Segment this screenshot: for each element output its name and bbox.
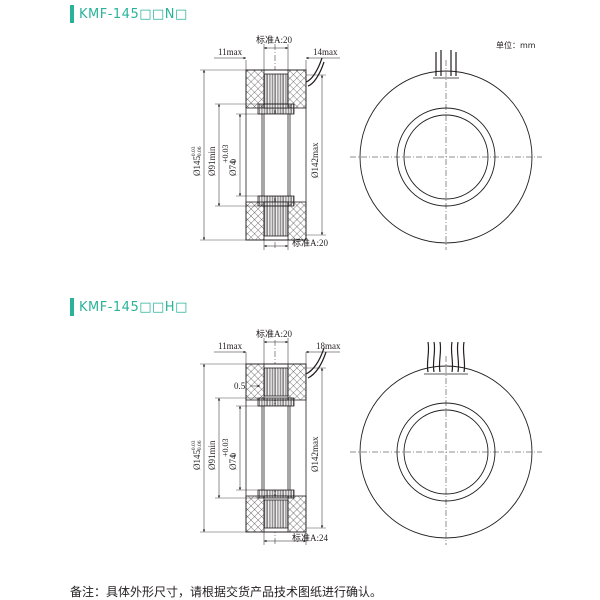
svg-text:-0.03: -0.03 — [191, 440, 197, 452]
dim-right-top: 18max — [316, 341, 341, 351]
svg-text:-0.06: -0.06 — [197, 440, 203, 452]
side-view-n — [200, 44, 340, 250]
dia-outer-label: Ø145 -0.03 -0.06 — [191, 440, 203, 470]
front-view-n — [350, 50, 542, 250]
svg-text:Ø74: Ø74 — [228, 454, 238, 470]
footnote: 备注：具体外形尺寸，请根据交货产品技术图纸进行确认。 — [70, 585, 383, 599]
unit-label: 单位：mm — [496, 41, 536, 50]
svg-text:0: 0 — [229, 159, 238, 163]
model-title-text: KMF-145□□N□ — [79, 6, 188, 22]
model-title-h: KMF-145□□H□ — [70, 298, 188, 316]
dia-max-label: Ø142max — [310, 436, 320, 472]
dia-inner1-label: Ø91min — [207, 440, 217, 470]
dim-right-top: 14max — [313, 47, 338, 57]
front-view-h — [350, 341, 542, 545]
svg-text:0: 0 — [229, 453, 238, 457]
dia-outer-label: Ø145 -0.03 -0.06 — [191, 146, 203, 176]
title-accent-bar — [70, 5, 74, 23]
svg-text:Ø145: Ø145 — [192, 156, 202, 176]
side-view-h — [200, 338, 340, 545]
dia-bore-label: Ø74 +0.03 0 — [221, 438, 238, 470]
model-title-n: KMF-145□□N□ — [70, 5, 188, 23]
dia-inner1-label: Ø91min — [207, 146, 217, 176]
dim-small: 0.5 — [234, 381, 246, 391]
svg-text:-0.03: -0.03 — [191, 146, 197, 158]
svg-text:+0.03: +0.03 — [221, 144, 230, 163]
svg-text:-0.06: -0.06 — [197, 146, 203, 158]
svg-text:Ø74: Ø74 — [228, 160, 238, 176]
dim-bottom: 标准A:20 — [292, 237, 329, 248]
dim-left-top: 11max — [218, 47, 243, 57]
model-title-text: KMF-145□□H□ — [79, 299, 188, 315]
dia-max-label: Ø142max — [310, 142, 320, 178]
title-accent-bar — [70, 298, 74, 316]
dim-left-top: 11max — [218, 341, 243, 351]
svg-text:Ø145: Ø145 — [192, 450, 202, 470]
dia-bore-label: Ø74 +0.03 0 — [221, 144, 238, 176]
dim-bottom: 标准A:24 — [292, 532, 329, 543]
dim-top-center: 标准A:20 — [256, 328, 293, 339]
svg-text:+0.03: +0.03 — [221, 438, 230, 457]
dim-top-center: 标准A:20 — [256, 34, 293, 45]
